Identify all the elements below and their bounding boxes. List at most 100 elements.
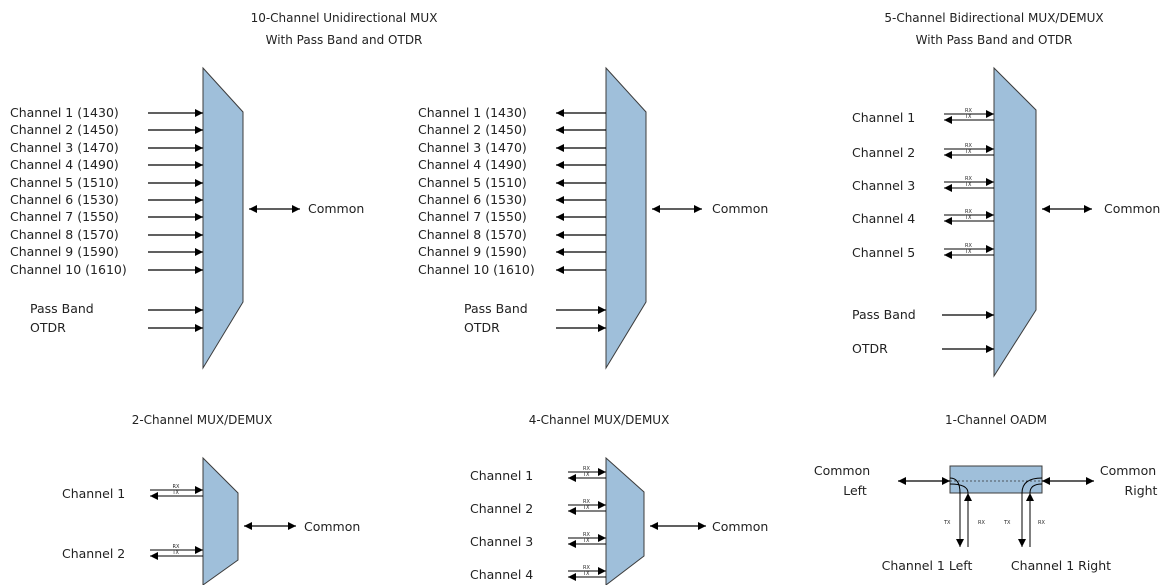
mux-2ch-block — [202, 456, 239, 585]
arrow-head — [1086, 477, 1094, 485]
tx-label: TX — [964, 249, 972, 255]
oadm-left-curve — [949, 477, 961, 494]
arrow-head — [195, 266, 203, 274]
arrow-head — [195, 486, 203, 494]
arrow-head — [986, 345, 994, 353]
common-left-label-2: Left — [843, 483, 867, 498]
arrow-head — [195, 179, 203, 187]
arrow-head — [568, 507, 576, 515]
channel-label: Channel 1 — [470, 468, 533, 483]
channel-label: Channel 10 (1610) — [418, 262, 535, 277]
arrow-head — [652, 205, 660, 213]
tx-label: TX — [582, 472, 590, 478]
channel-label: Channel 5 (1510) — [418, 175, 527, 190]
arrow-head — [1042, 477, 1050, 485]
arrow-head — [944, 151, 952, 159]
common-right-label-1: Common — [1100, 463, 1156, 478]
arrow-head — [944, 217, 952, 225]
channel-label: Channel 2 — [62, 546, 125, 561]
oadm-block — [949, 465, 1043, 494]
channel-label: Channel 5 — [852, 245, 915, 260]
channel-label: Channel 8 (1570) — [418, 227, 527, 242]
rx-label: RX — [965, 243, 972, 249]
arrow-head — [698, 522, 706, 530]
arrow-head — [195, 126, 203, 134]
channel-label: Channel 2 (1450) — [10, 122, 119, 137]
common-right-label-2: Right — [1125, 483, 1158, 498]
rx-label: RX — [583, 532, 590, 538]
demux-10ch-block — [605, 66, 647, 370]
arrow-head — [986, 211, 994, 219]
arrow-head — [195, 306, 203, 314]
channel-label: Channel 1 — [62, 486, 125, 501]
arrow-head — [556, 126, 564, 134]
channel-label: Channel 2 — [470, 501, 533, 516]
arrow-head — [195, 161, 203, 169]
tx-label: TX — [964, 215, 972, 221]
arrow-head — [598, 501, 606, 509]
otdr-label: OTDR — [464, 320, 500, 335]
channel-label: Channel 3 — [852, 178, 915, 193]
arrow-head — [650, 522, 658, 530]
rx-label: RX — [583, 499, 590, 505]
arrow-head — [244, 522, 252, 530]
arrow-head — [1018, 539, 1026, 547]
arrow-head — [986, 245, 994, 253]
arrow-head — [195, 144, 203, 152]
arrow-head — [694, 205, 702, 213]
mux-10ch-block — [202, 66, 244, 370]
arrow-head — [942, 477, 950, 485]
oadm-1ch: Common Left Common Right Channel 1 Left … — [814, 463, 1158, 573]
channel-label: Channel 1 — [852, 110, 915, 125]
arrow-head — [986, 178, 994, 186]
oadm-tx-label: TX — [943, 520, 951, 526]
channel-1-left-label: Channel 1 Left — [882, 558, 973, 573]
channel-label: Channel 6 (1530) — [418, 192, 527, 207]
pass-band-label: Pass Band — [464, 301, 528, 316]
tx-label: TX — [172, 550, 180, 556]
title-10ch-line2: With Pass Band and OTDR — [266, 33, 423, 47]
common-label: Common — [304, 519, 360, 534]
rx-label: RX — [965, 176, 972, 182]
common-left-label-1: Common — [814, 463, 870, 478]
arrow-head — [195, 109, 203, 117]
pass-band-label: Pass Band — [30, 301, 94, 316]
arrow-head — [195, 196, 203, 204]
oadm-rx-label: RX — [978, 520, 985, 526]
rx-label: RX — [173, 544, 180, 550]
channel-label: Channel 4 — [470, 567, 533, 582]
arrow-head — [986, 145, 994, 153]
rx-label: RX — [965, 108, 972, 114]
arrow-head — [556, 109, 564, 117]
otdr-label: OTDR — [30, 320, 66, 335]
channel-label: Channel 3 — [470, 534, 533, 549]
tx-label: TX — [582, 538, 590, 544]
tx-label: TX — [964, 182, 972, 188]
arrow-head — [195, 231, 203, 239]
channel-label: Channel 9 (1590) — [10, 244, 119, 259]
channel-label: Channel 9 (1590) — [418, 244, 527, 259]
arrow-head — [195, 324, 203, 332]
arrow-head — [195, 248, 203, 256]
mux-10ch: Channel 1 (1430) Channel 2 (1450) Channel … — [10, 66, 364, 370]
channel-label: Channel 4 (1490) — [10, 157, 119, 172]
common-label: Common — [712, 201, 768, 216]
pass-band-label: Pass Band — [852, 307, 916, 322]
channel-label: Channel 7 (1550) — [418, 209, 527, 224]
arrow-head — [556, 161, 564, 169]
arrow-head — [956, 539, 964, 547]
tx-label: TX — [964, 149, 972, 155]
rx-label: RX — [583, 466, 590, 472]
arrow-head — [964, 493, 972, 501]
rx-label: RX — [965, 209, 972, 215]
oadm-right-curve — [1021, 477, 1043, 494]
arrow-head — [249, 205, 257, 213]
channel-label: Channel 6 (1530) — [10, 192, 119, 207]
channel-label: Channel 1 (1430) — [10, 105, 119, 120]
channel-label: Channel 8 (1570) — [10, 227, 119, 242]
arrow-head — [292, 205, 300, 213]
rx-label: RX — [965, 143, 972, 149]
